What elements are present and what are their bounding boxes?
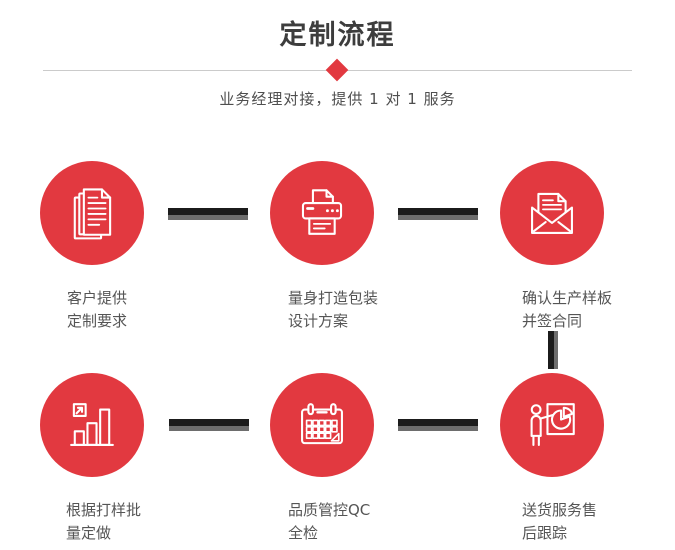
step-label-packaging-design: 量身打造包装 设计方案 — [288, 287, 378, 333]
step-circle-packaging-design — [270, 161, 374, 265]
label-line: 根据打样批 — [66, 501, 142, 519]
printer-icon — [301, 189, 343, 235]
bar-chart-icon — [70, 403, 114, 446]
label-line: 品质管控QC — [288, 501, 371, 519]
label-line: 量身打造包装 — [288, 289, 379, 307]
label-line: 后跟踪 — [522, 524, 568, 542]
step-label-delivery-tracking: 送货服务售 后跟踪 — [522, 499, 597, 545]
step-circle-delivery-tracking — [500, 373, 604, 477]
label-line: 客户提供 — [67, 289, 128, 307]
step-label-sample-contract: 确认生产样板 并签合同 — [522, 287, 612, 333]
step-label-customer-requirements: 客户提供 定制要求 — [67, 287, 127, 333]
step-circle-sample-contract — [500, 161, 604, 265]
documents-icon — [73, 188, 112, 240]
subtitle: 业务经理对接，提供 1 对 1 服务 — [219, 90, 456, 108]
page-title: 定制流程 — [279, 20, 396, 51]
label-line: 定制要求 — [67, 312, 128, 330]
step-circle-customer-requirements — [40, 161, 144, 265]
label-line: 量定做 — [66, 524, 112, 542]
diamond-icon — [325, 58, 349, 82]
label-line: 确认生产样板 — [522, 289, 613, 307]
connector-vertical — [548, 331, 558, 369]
step-circle-quality-control — [270, 373, 374, 477]
connector-horizontal-2 — [398, 208, 478, 220]
connector-horizontal-1 — [168, 208, 248, 220]
label-line: 全检 — [288, 524, 319, 542]
label-line: 送货服务售 — [522, 501, 598, 519]
step-label-batch-production: 根据打样批 量定做 — [66, 499, 141, 545]
label-line: 并签合同 — [522, 312, 583, 330]
presenter-icon — [530, 403, 575, 446]
connector-horizontal-4 — [398, 419, 478, 431]
calendar-icon — [301, 403, 343, 445]
step-circle-batch-production — [40, 373, 144, 477]
step-label-quality-control: 品质管控QC 全检 — [288, 499, 370, 545]
label-line: 设计方案 — [288, 312, 349, 330]
connector-horizontal-3 — [169, 419, 249, 431]
envelope-icon — [531, 192, 573, 234]
